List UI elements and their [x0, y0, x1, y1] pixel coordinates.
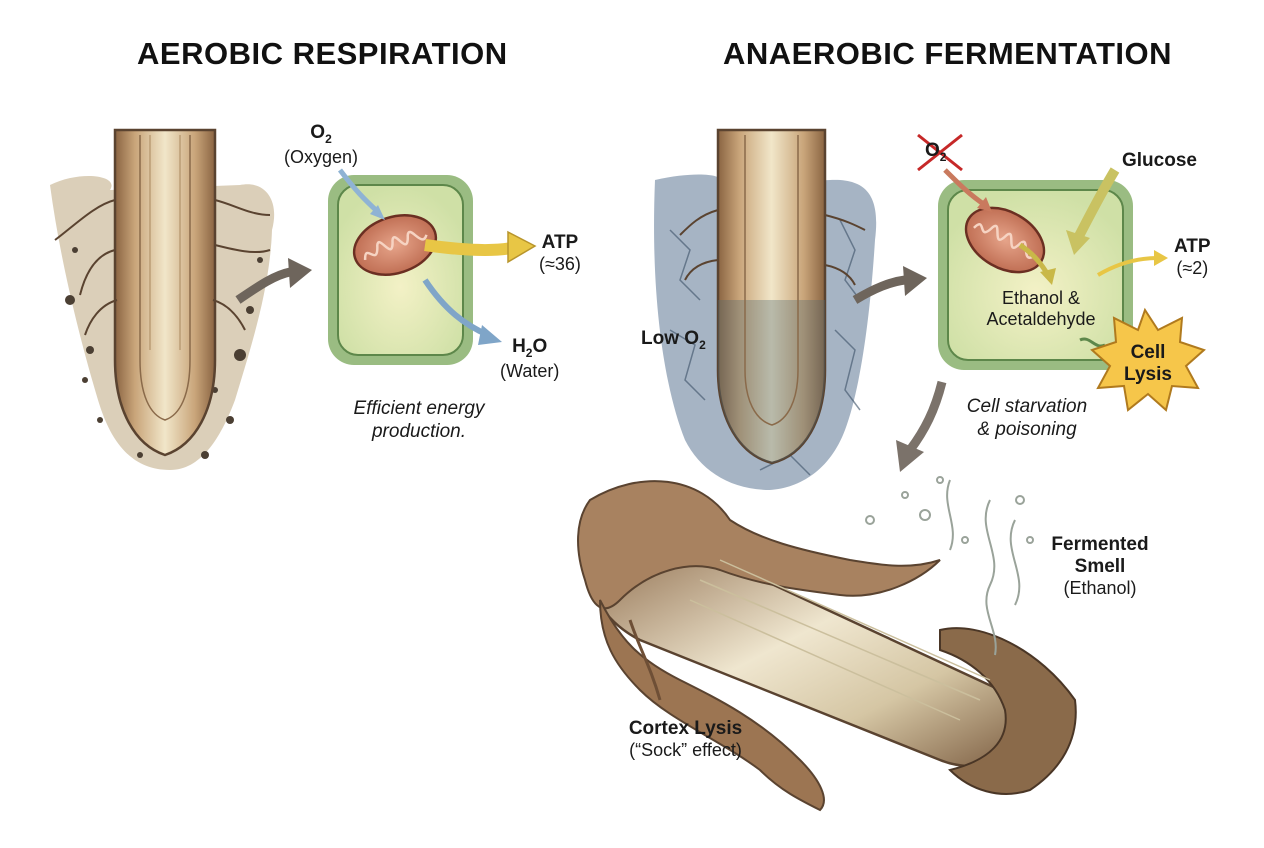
aerobic-root-vascular — [139, 135, 191, 421]
anaerobic-atp-label: ATP (≈2) — [1174, 236, 1211, 278]
cell-lysis-label: Cell Lysis — [1124, 342, 1172, 385]
fermented-smell-label: Fermented Smell (Ethanol) — [1051, 534, 1149, 598]
anaerobic-caption: Cell starvation& poisoning — [966, 396, 1088, 440]
aerobic-atp-arrow — [424, 239, 514, 257]
root-tip-end — [939, 627, 1077, 795]
crossed-oxygen-label: O2 — [925, 140, 947, 164]
sloughing-cortex-lower — [599, 599, 825, 812]
anaerobic-atp-arrow — [1096, 256, 1159, 277]
fermented-vapor-wisps — [865, 476, 1034, 656]
oxygen-label: O2 (Oxygen) — [284, 122, 359, 167]
fermentation-products-label: Ethanol & Acetaldehyde — [986, 288, 1096, 329]
aerobic-root-body — [113, 128, 217, 457]
soil-particles — [65, 247, 263, 459]
aerobic-root-illustration — [50, 128, 275, 470]
aerobic-flow-arrow — [235, 267, 292, 304]
cracked-mud-lines — [669, 219, 861, 476]
low-oxygen-label: Low O2 — [641, 328, 706, 352]
aerobic-title: AEROBIC RESPIRATION — [137, 36, 508, 71]
aerobic-root-hairs — [54, 199, 271, 336]
aerobic-mitochondrion — [352, 214, 438, 276]
water-label: H2O (Water) — [500, 336, 560, 381]
aerobic-atp-label: ATP (≈36) — [539, 232, 581, 274]
cortex-lysis-label: Cortex Lysis (“Sock” effect) — [628, 718, 743, 760]
cell-lysis-burst — [1090, 307, 1206, 412]
anaerobic-cell — [938, 180, 1133, 370]
glucose-arrow — [1073, 167, 1120, 241]
blocked-oxygen-arrow — [943, 168, 987, 208]
anaerobic-root-illustration — [654, 128, 877, 491]
anaerobic-flow-arrow — [852, 275, 906, 304]
anaerobic-mitochondrion — [964, 206, 1046, 274]
decayed-root-illustration — [577, 480, 1077, 812]
decay-arrow — [906, 380, 947, 453]
anaerobic-title: ANAEROBIC FERMENTATION — [723, 36, 1172, 71]
oxygen-blocked-cross — [917, 133, 963, 172]
sloughing-cortex-upper — [577, 480, 941, 610]
glucose-label: Glucose — [1122, 150, 1197, 171]
aerobic-cell — [328, 175, 473, 365]
